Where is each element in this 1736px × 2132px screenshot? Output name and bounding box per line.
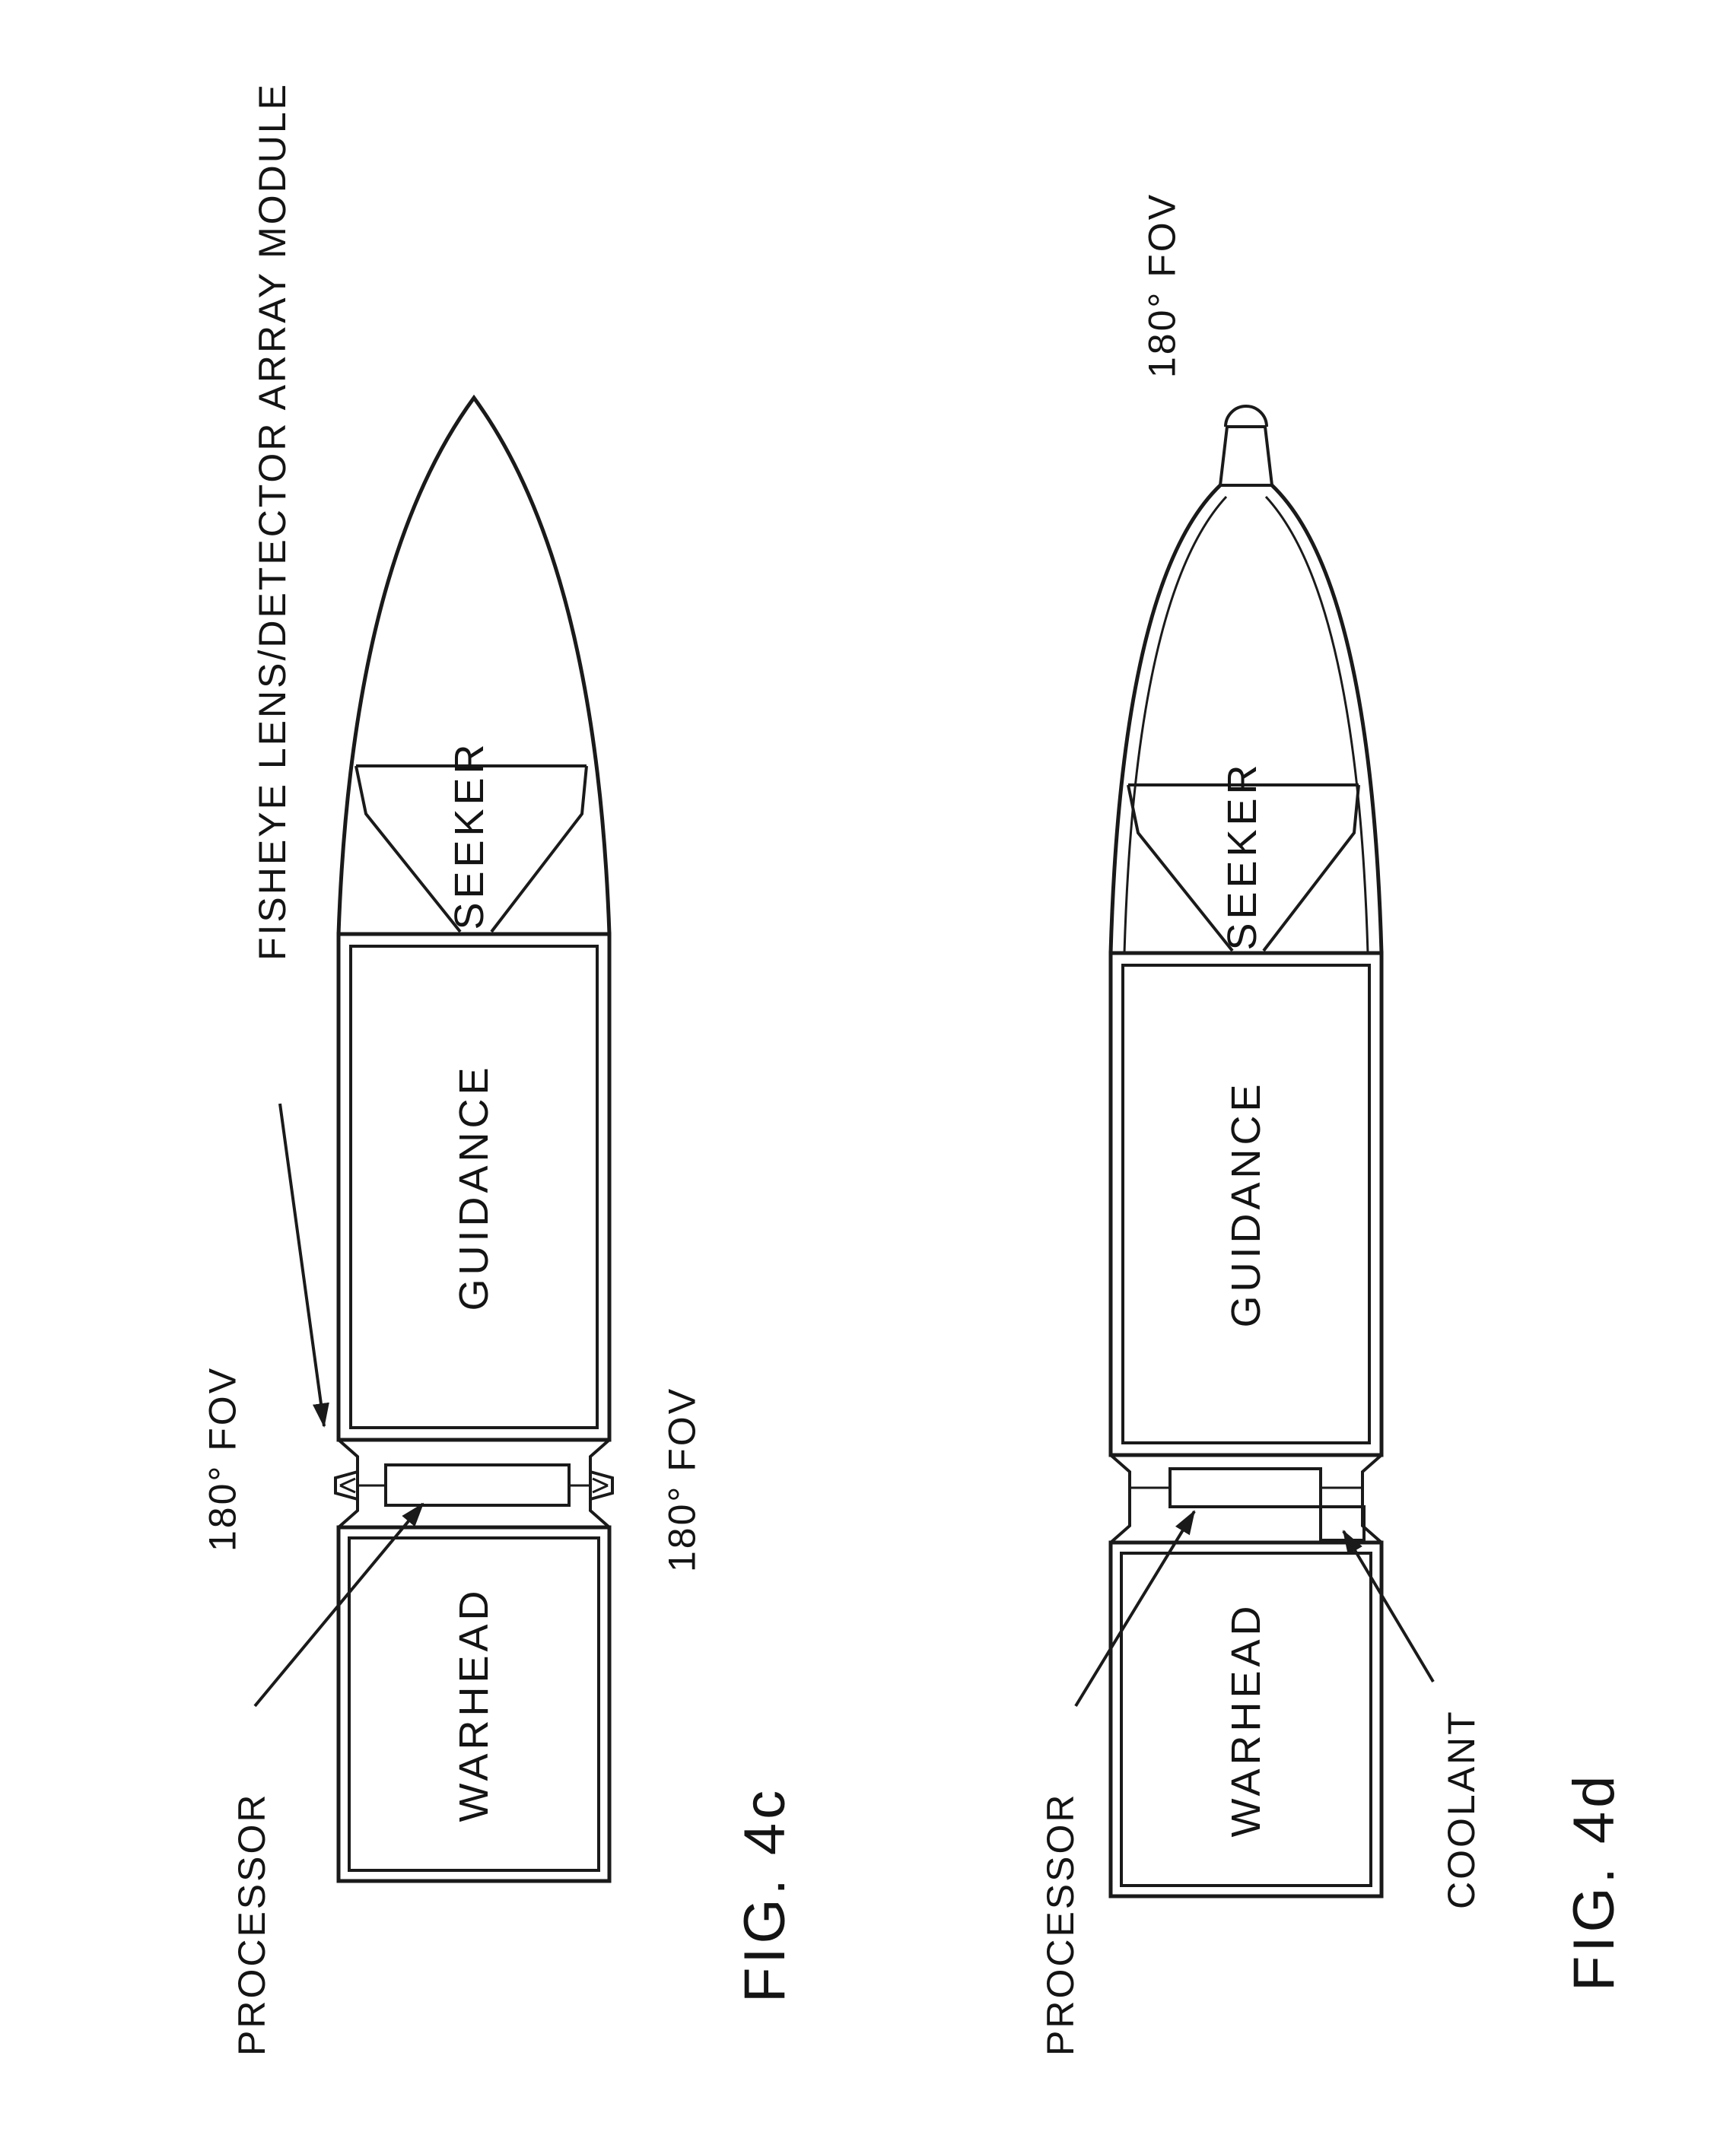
warhead-4c-outer (336, 1525, 612, 1883)
figure-caption-4d: FIG. 4d (1562, 1771, 1626, 1991)
warhead-4d-outer (1108, 1540, 1384, 1898)
module-bay-bottom-4c (589, 1438, 611, 1529)
fisheye-leader-arrow-4c (278, 1103, 329, 1428)
coolant-leader-arrow-4d (1342, 1530, 1435, 1683)
seeker-section-label-4c: SEEKER (446, 740, 492, 930)
processor-card-4c (384, 1463, 571, 1507)
processor-card-4d (1168, 1467, 1322, 1508)
guidance-4c-outer (336, 932, 612, 1442)
fov-upper-label-4c: 180° FOV (201, 1365, 244, 1552)
fisheye-lens-upper-4c (334, 1470, 358, 1501)
nosecone-4d-outer (1108, 484, 1384, 954)
fisheye-lens-lower-chevron-icon (592, 1477, 609, 1494)
missile-4c (334, 394, 614, 1883)
fov-lower-label-4c: 180° FOV (660, 1386, 704, 1573)
fisheye-module-label: FISHEYE LENS/DETECTOR ARRAY MODULE (251, 81, 294, 961)
fov-label-4d: 180° FOV (1140, 192, 1184, 379)
coolant-label-4d: COOLANT (1440, 1709, 1483, 1909)
missile-4d (1108, 405, 1384, 1898)
guidance-4d-outer (1108, 951, 1384, 1457)
coolant-bottle-4d (1319, 1505, 1366, 1542)
nosecone-4d-inner (1123, 495, 1369, 954)
processor-leader-arrow-4d (1074, 1510, 1196, 1708)
module-bay-top-4c (337, 1438, 359, 1529)
processor-leader-arrow-4c (253, 1502, 424, 1708)
seeker-structure-4d (1127, 783, 1360, 952)
seeker-structure-4c (355, 764, 588, 933)
processor-label-4c: PROCESSOR (231, 1792, 273, 2056)
nose-lens-collar-4d (1219, 425, 1273, 487)
warhead-section-label-4d: WARHEAD (1223, 1602, 1269, 1838)
guidance-4d-inner (1121, 964, 1371, 1444)
seeker-section-label-4d: SEEKER (1219, 761, 1265, 951)
processor-label-4d: PROCESSOR (1039, 1792, 1082, 2056)
figure-caption-4c: FIG. 4c (733, 1786, 797, 2003)
module-bay-top-4d (1109, 1454, 1131, 1544)
module-bay-bottom-4d (1361, 1454, 1383, 1544)
guidance-section-label-4c: GUIDANCE (450, 1063, 497, 1311)
nose-lens-dome-4d (1224, 405, 1268, 427)
guidance-4c-inner (349, 945, 599, 1429)
guidance-section-label-4d: GUIDANCE (1223, 1080, 1269, 1328)
warhead-4c-inner (348, 1536, 600, 1872)
warhead-section-label-4c: WARHEAD (450, 1587, 497, 1822)
warhead-4d-inner (1120, 1552, 1372, 1887)
fisheye-lens-upper-chevron-icon (339, 1477, 356, 1494)
fisheye-lens-lower-4c (590, 1470, 614, 1501)
nosecone-4c (336, 394, 612, 935)
